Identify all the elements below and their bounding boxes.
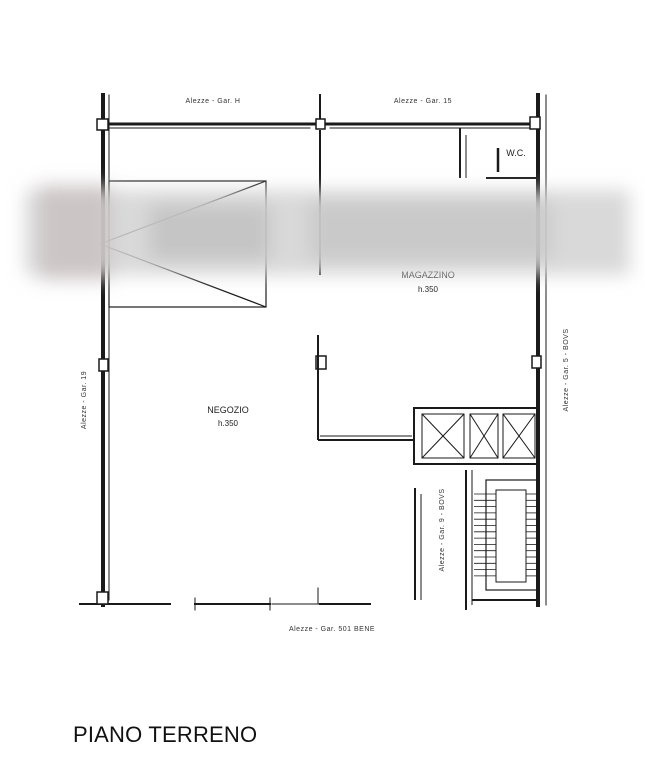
blurred-overlay [25, 185, 630, 280]
negozio-height: h.350 [218, 419, 239, 428]
interior-walls [317, 128, 538, 441]
dimension-left: Alezze - Gar. 19 [81, 371, 88, 429]
dimension-stair: Alezze - Gar. 9 - BOVS [439, 489, 446, 572]
dimension-right: Alezze - Gar. 5 - BOVS [563, 329, 570, 412]
dimension-bottom: Alezze - Gar. 501 BENE [289, 626, 375, 633]
lift-shafts [413, 407, 539, 465]
plan-title: PIANO TERRENO [73, 722, 258, 747]
staircase [414, 470, 539, 610]
columns [96, 116, 542, 605]
dimension-top-left: Alezze - Gar. H [186, 98, 241, 105]
wc-label: W.C. [506, 148, 526, 158]
negozio-label: NEGOZIO [207, 405, 249, 415]
outer-walls [79, 93, 547, 611]
magazzino-height: h.350 [418, 285, 439, 294]
dimension-top-right: Alezze - Gar. 15 [394, 98, 452, 105]
stair-steps [474, 493, 538, 577]
